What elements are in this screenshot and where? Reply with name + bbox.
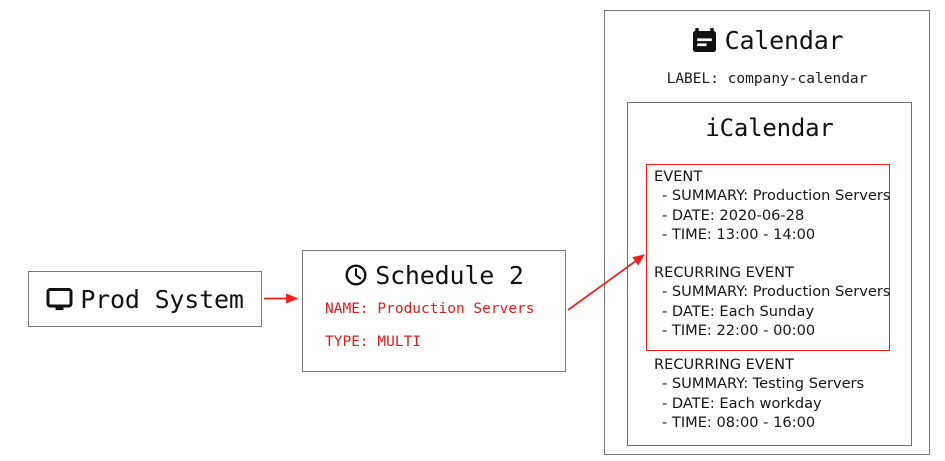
schedule-attr-type: TYPE: MULTI [325,334,422,350]
calendar-node[interactable]: Calendar LABEL: company-calendar iCalend… [604,10,930,455]
event-1-heading: EVENT [654,168,703,185]
monitor-icon [46,287,73,312]
icalendar-title-row: iCalendar [628,112,911,144]
event-1-summary: - SUMMARY: Production Servers [662,187,891,205]
schedule-node[interactable]: Schedule 2 NAME: Production Servers TYPE… [302,250,566,372]
prod-system-node[interactable]: Prod System [28,271,262,327]
event-1-time: - TIME: 13:00 - 14:00 [662,225,816,243]
event-block-3: RECURRING EVENT - SUMMARY: Testing Serve… [654,355,864,432]
event-block-1: EVENT - SUMMARY: Production Servers - DA… [654,167,891,244]
event-3-time: - TIME: 08:00 - 16:00 [662,413,816,431]
clock-icon [344,263,368,287]
schedule-attr-name: NAME: Production Servers [325,301,535,317]
schedule-title-row: Schedule 2 [303,259,565,291]
calendar-icon [691,27,718,54]
prod-system-label: Prod System [80,284,244,314]
event-3-heading: RECURRING EVENT [654,356,794,373]
event-2-time: - TIME: 22:00 - 00:00 [662,321,816,339]
calendar-label: Calendar [724,25,844,55]
event-3-summary: - SUMMARY: Testing Servers [662,375,865,393]
schedule-label: Schedule 2 [375,260,524,290]
event-2-summary: - SUMMARY: Production Servers [662,283,891,301]
event-2-date: - DATE: Each Sunday [662,302,815,320]
calendar-title-row: Calendar [605,23,929,57]
event-3-date: - DATE: Each workday [662,394,822,412]
event-2-heading: RECURRING EVENT [654,264,794,281]
prod-system-title-row: Prod System [29,272,261,326]
highlighted-events-region [646,164,890,351]
icalendar-label: iCalendar [705,114,834,142]
event-1-date: - DATE: 2020-06-28 [662,206,805,224]
icalendar-node[interactable]: iCalendar EVENT - SUMMARY: Production Se… [627,102,912,446]
event-block-2: RECURRING EVENT - SUMMARY: Production Se… [654,263,891,340]
calendar-label-line: LABEL: company-calendar [666,71,868,87]
